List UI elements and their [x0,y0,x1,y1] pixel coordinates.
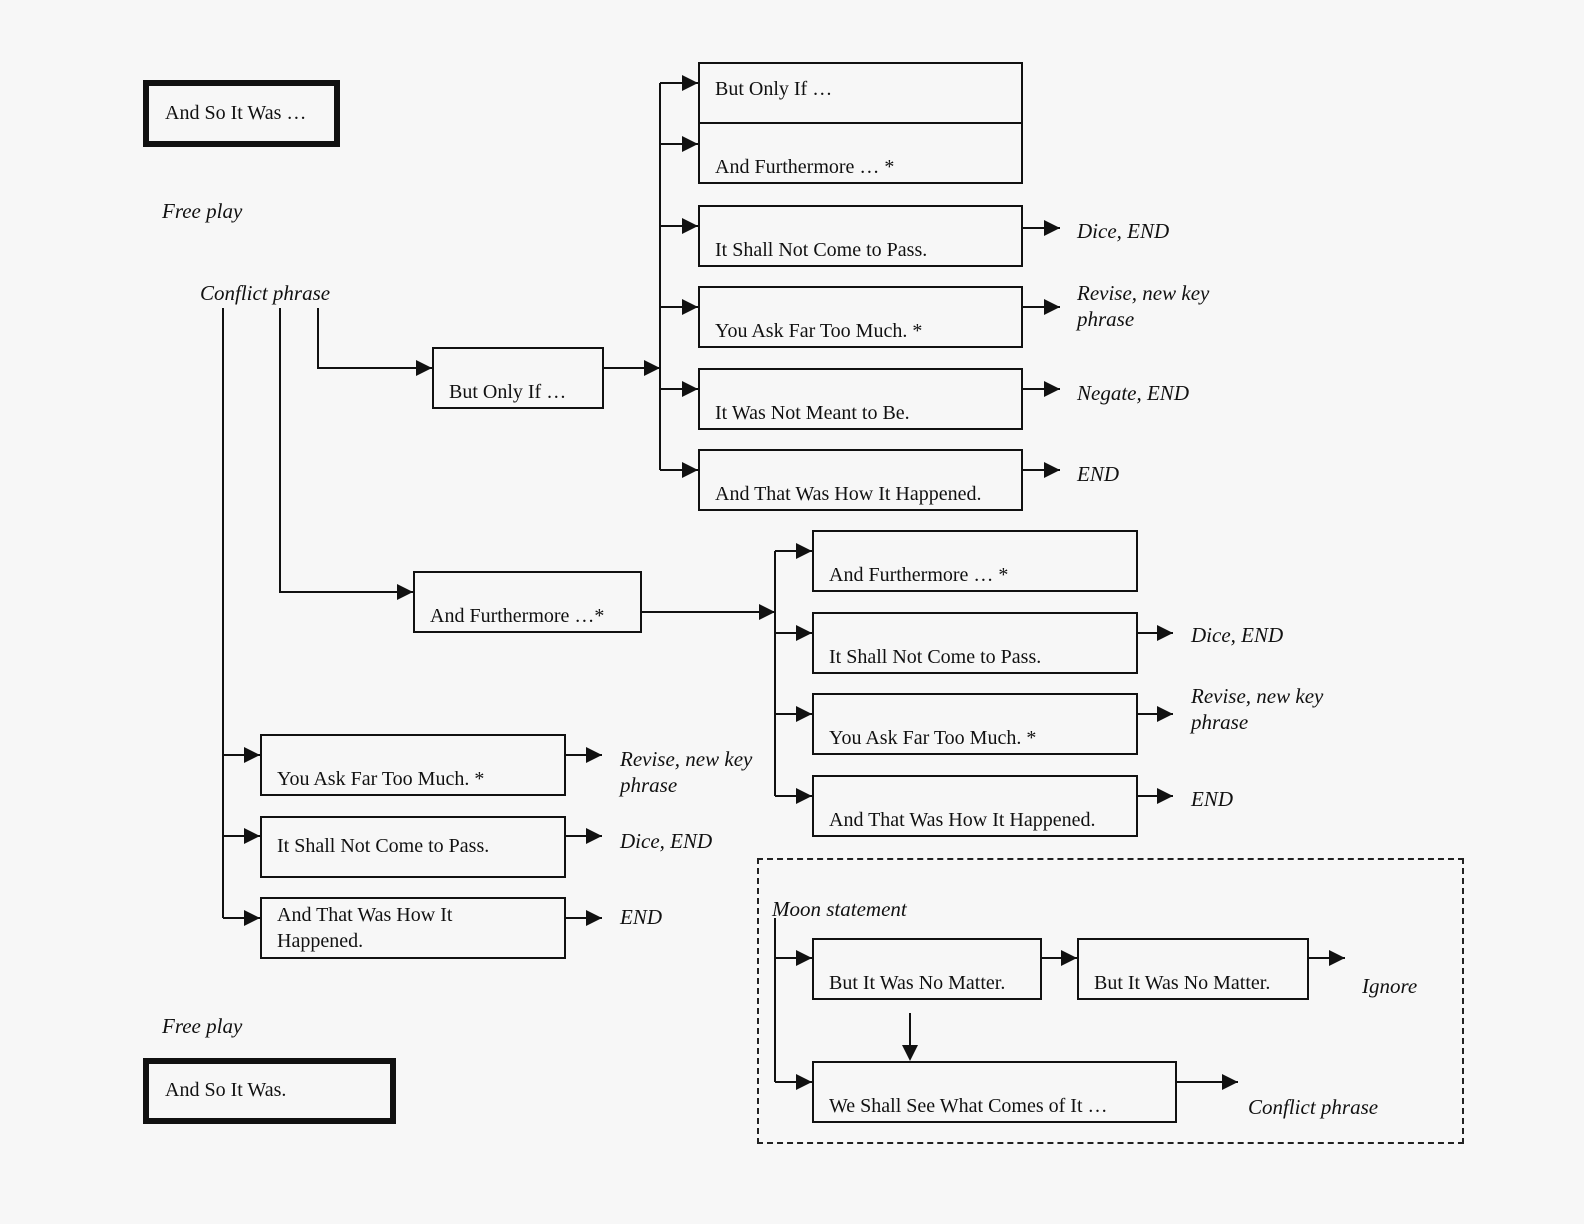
branch1-option-label: But Only If … [715,78,833,100]
branch2-option-label: You Ask Far Too Much. * [829,727,1037,749]
branch2-outcome: END [1191,787,1233,811]
no-matter-box-1: But It Was No Matter. [812,938,1042,1000]
branch2-outcome: Revise, new key phrase [1191,684,1324,734]
branch3-outcome: Dice, END [620,829,713,853]
branch2-option: And That Was How It Happened. [812,775,1138,837]
no-matter-label-2: But It Was No Matter. [1094,972,1271,994]
branch2-outcome: Dice, END [1191,623,1284,647]
moon-statement-region [757,858,1464,1144]
branch1-option-label: And That Was How It Happened. [715,483,982,505]
shall-see-label: We Shall See What Comes of It … [829,1095,1108,1117]
branch2-option: You Ask Far Too Much. * [812,693,1138,755]
branch2-box-label: And Furthermore …* [430,605,605,627]
branch3-option-label: You Ask Far Too Much. * [277,768,485,790]
branch2-option-label: It Shall Not Come to Pass. [829,646,1042,668]
no-matter-box-2: But It Was No Matter. [1077,938,1309,1000]
branch1-option: You Ask Far Too Much. * [698,286,1023,348]
branch2-option-label: And Furthermore … * [829,564,1009,586]
branch3-option: You Ask Far Too Much. * [260,734,566,796]
end-terminal-label: And So It Was. [165,1079,287,1101]
branch3-option: And That Was How It Happened. [260,897,566,959]
branch2-option: And Furthermore … * [812,530,1138,592]
branch3-outcome: Revise, new key phrase [620,747,753,797]
branch1-option-label: And Furthermore … * [715,156,895,178]
shall-see-box: We Shall See What Comes of It … [812,1061,1177,1123]
moon-conflict-phrase-label: Conflict phrase [1248,1095,1379,1119]
branch3-outcome: END [620,905,662,929]
branch1-option: It Was Not Meant to Be. [698,368,1023,430]
branch1-outcome: Revise, new key phrase [1077,281,1210,331]
branch1-box: But Only If … [432,347,604,409]
end-terminal: And So It Was. [143,1058,396,1124]
start-terminal: And So It Was … [143,80,340,147]
branch1-option-label: You Ask Far Too Much. * [715,320,923,342]
branch1-option: And That Was How It Happened. [698,449,1023,511]
branch3-option-label: And That Was How It Happened. [277,904,453,952]
moon-statement-label: Moon statement [772,897,907,921]
branch1-outcome: END [1077,462,1119,486]
branch1-outcome: Dice, END [1077,219,1170,243]
branch1-option: It Shall Not Come to Pass. [698,205,1023,267]
free-play-bottom-label: Free play [162,1014,243,1038]
branch1-option-label: It Shall Not Come to Pass. [715,239,928,261]
branch1-option: And Furthermore … * [698,122,1023,184]
branch3-option-label: It Shall Not Come to Pass. [277,835,490,857]
branch1-outcome: Negate, END [1077,381,1189,405]
ignore-label: Ignore [1362,974,1418,998]
branch2-box: And Furthermore …* [413,571,642,633]
free-play-top-label: Free play [162,199,243,223]
branch1-option: But Only If … [698,62,1023,124]
start-terminal-label: And So It Was … [165,101,307,124]
branch2-option: It Shall Not Come to Pass. [812,612,1138,674]
branch3-option: It Shall Not Come to Pass. [260,816,566,878]
branch2-option-label: And That Was How It Happened. [829,809,1096,831]
no-matter-label-1: But It Was No Matter. [829,972,1006,994]
branch1-box-label: But Only If … [449,381,567,403]
conflict-phrase-label: Conflict phrase [200,281,331,305]
branch1-option-label: It Was Not Meant to Be. [715,402,910,424]
